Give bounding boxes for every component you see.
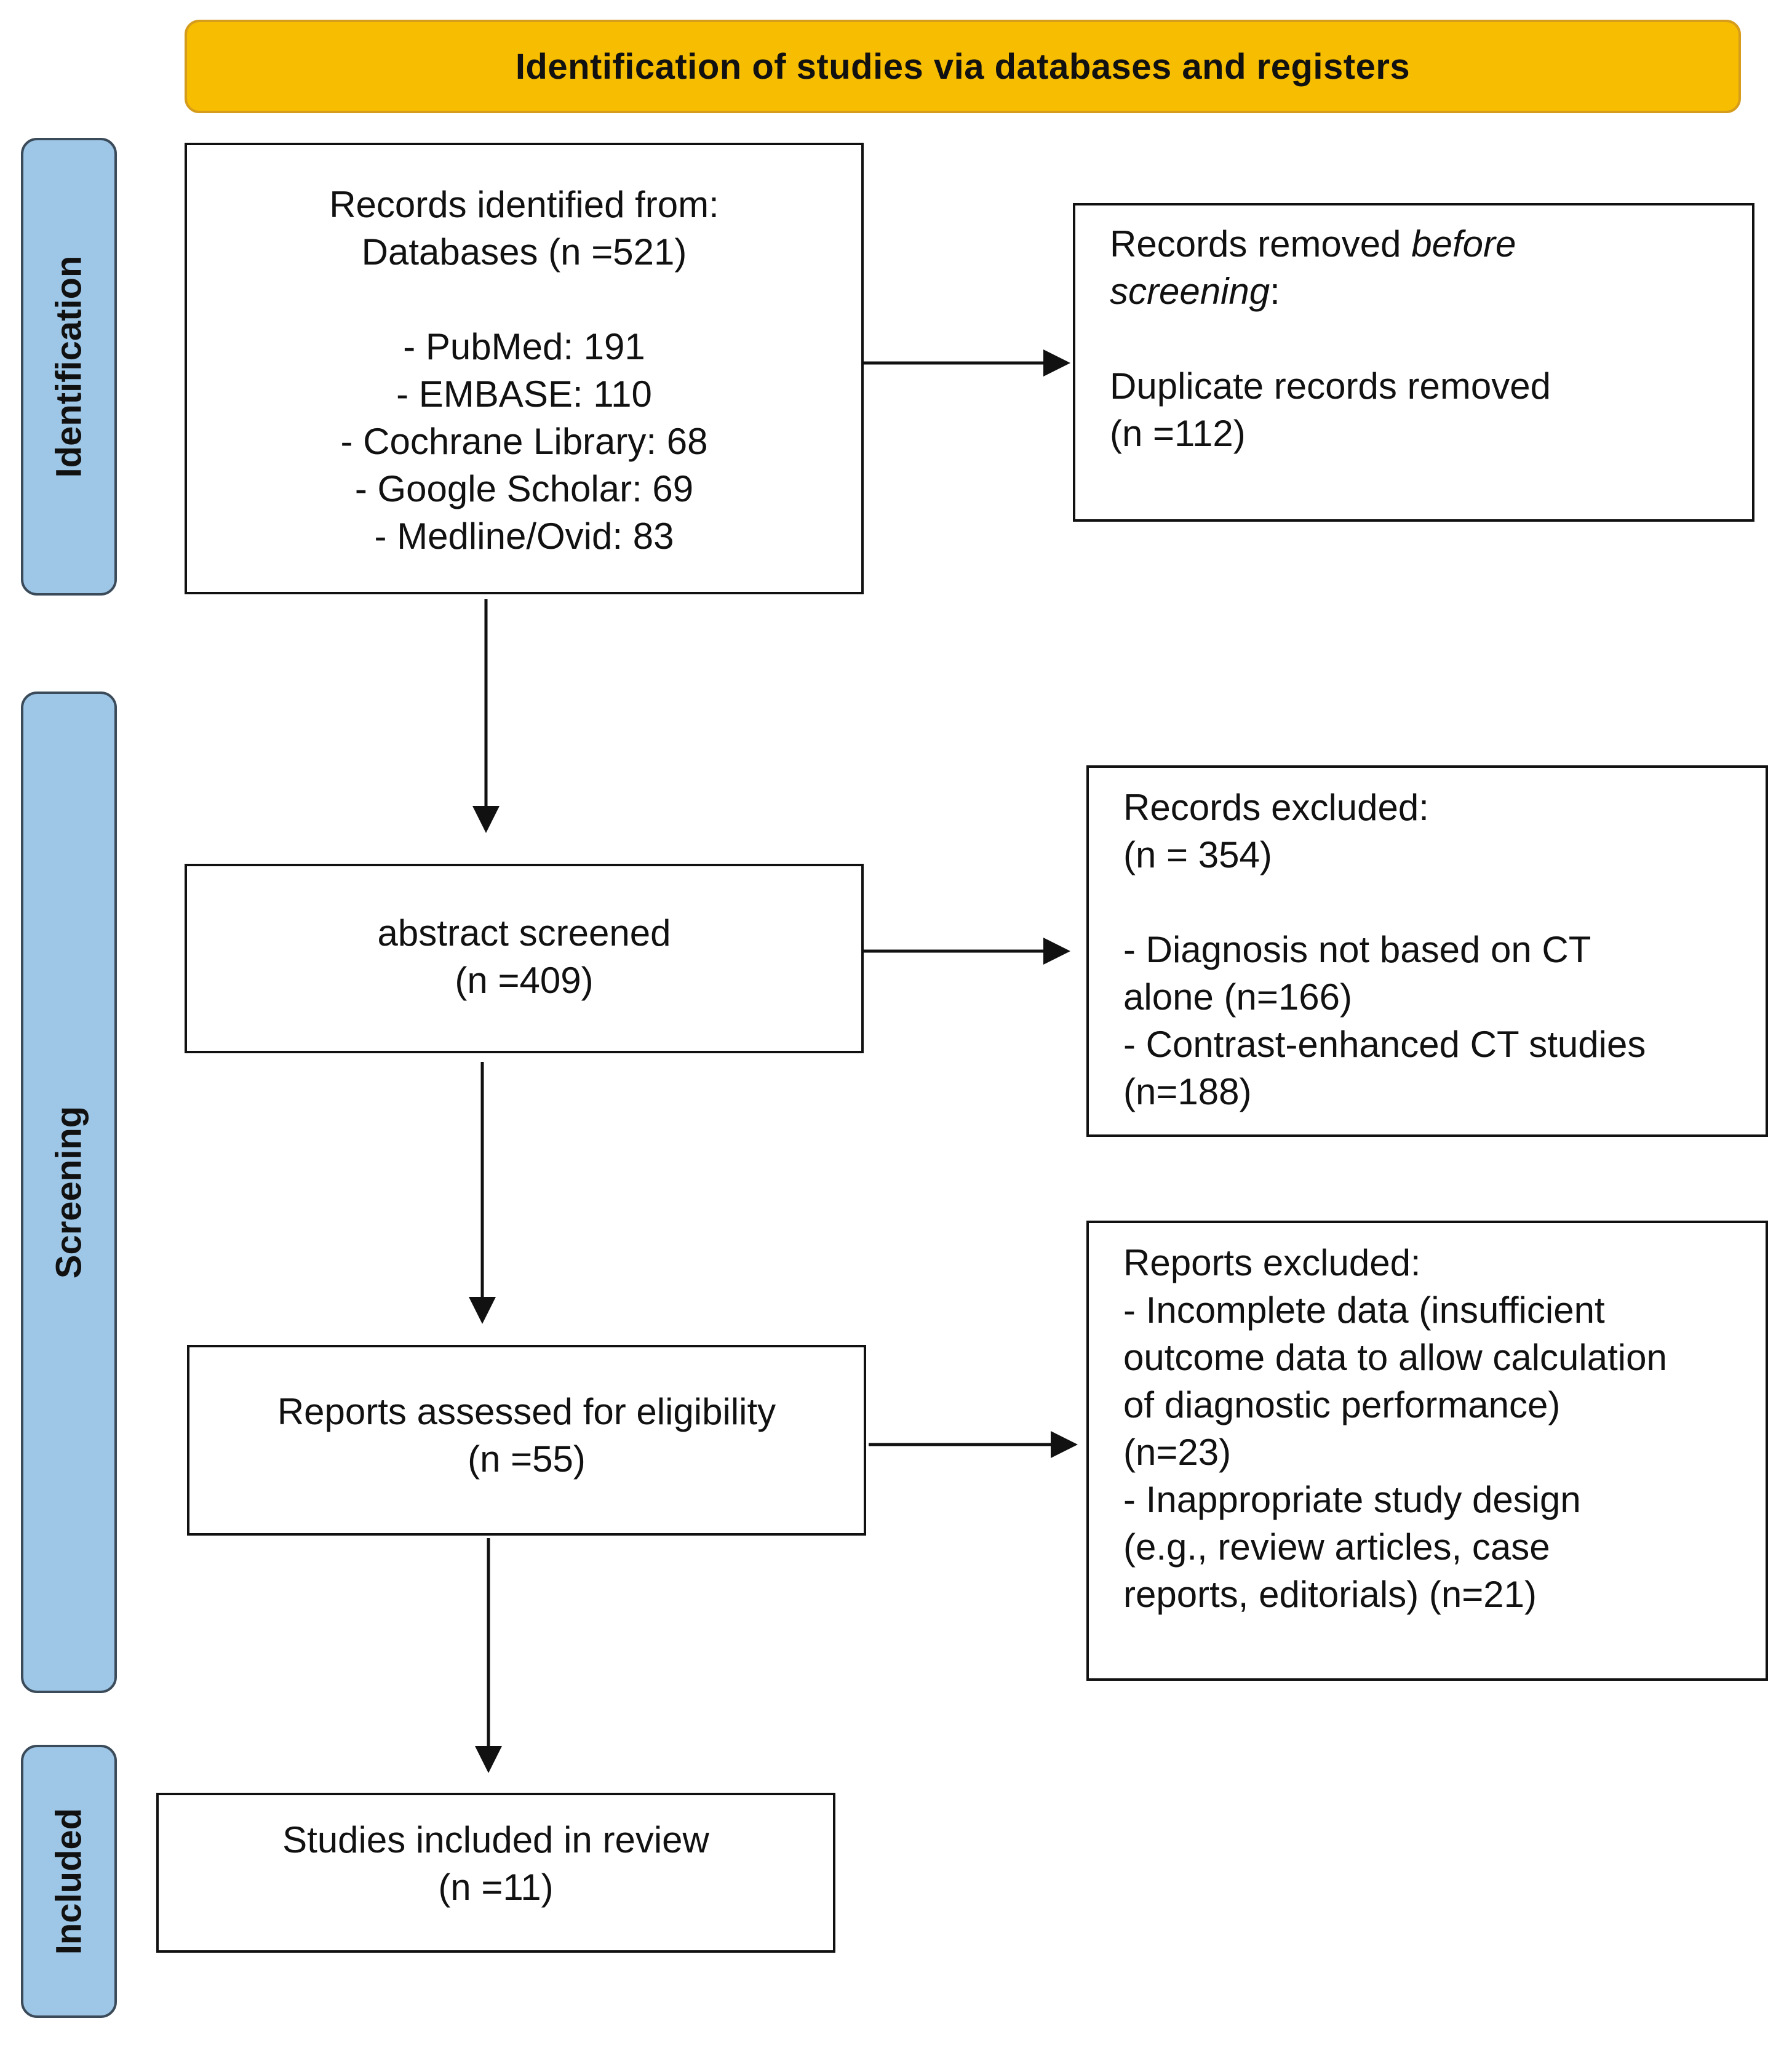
records-excluded-heading: Records excluded: bbox=[1123, 787, 1429, 828]
reports-excluded-heading: Reports excluded: bbox=[1123, 1242, 1421, 1283]
source-cochrane: - Cochrane Library: 68 bbox=[340, 421, 708, 462]
reports-excluded-reason-1: - Incomplete data (insufficient bbox=[1123, 1290, 1605, 1331]
records-excluded-reason-1: - Diagnosis not based on CT bbox=[1123, 929, 1591, 970]
records-excluded-box: Records excluded: (n = 354) - Diagnosis … bbox=[1086, 765, 1768, 1137]
arrowhead-assessed-to-excluded bbox=[1051, 1431, 1078, 1458]
arrowhead-assessed-to-included bbox=[475, 1746, 502, 1773]
records-excluded-count: (n = 354) bbox=[1123, 834, 1272, 875]
reports-excluded-reason-1-cont-2: of diagnostic performance) bbox=[1123, 1384, 1561, 1425]
records-identified-box: Records identified from: Databases (n =5… bbox=[185, 143, 864, 594]
reports-excluded-reason-2: - Inappropriate study design bbox=[1123, 1479, 1581, 1520]
stage-tab-screening: Screening bbox=[21, 692, 117, 1693]
arrowhead-screened-to-assessed bbox=[469, 1297, 496, 1324]
reports-assessed-label: Reports assessed for eligibility bbox=[277, 1391, 776, 1432]
records-removed-heading: Records removed before bbox=[1110, 220, 1752, 268]
header-banner: Identification of studies via databases … bbox=[185, 20, 1741, 113]
records-removed-prefix: Records removed bbox=[1110, 223, 1412, 265]
stage-tab-included: Included bbox=[21, 1745, 117, 2018]
header-title: Identification of studies via databases … bbox=[515, 46, 1411, 87]
duplicates-removed-label: Duplicate records removed bbox=[1110, 365, 1551, 407]
source-embase: - EMBASE: 110 bbox=[396, 373, 652, 415]
studies-included-box: Studies included in review (n =11) bbox=[156, 1793, 835, 1953]
records-removed-heading-2: screening: bbox=[1110, 268, 1752, 315]
reports-excluded-reason-1-cont: outcome data to allow calculation bbox=[1123, 1337, 1667, 1378]
abstract-screened-box: abstract screened (n =409) bbox=[185, 864, 864, 1053]
source-medline-ovid: - Medline/Ovid: 83 bbox=[374, 516, 674, 557]
records-excluded-reason-2: - Contrast-enhanced CT studies bbox=[1123, 1024, 1646, 1065]
records-removed-italic-screening: screening bbox=[1110, 271, 1270, 312]
reports-excluded-reason-1-count: (n=23) bbox=[1123, 1432, 1232, 1473]
records-excluded-reason-2-count: (n=188) bbox=[1123, 1071, 1252, 1112]
arrowhead-identified-to-screened bbox=[472, 806, 500, 833]
stage-tab-identification: Identification bbox=[21, 138, 117, 596]
duplicates-removed-count: (n =112) bbox=[1110, 413, 1246, 454]
databases-count: Databases (n =521) bbox=[361, 231, 687, 273]
reports-excluded-reason-2-count: reports, editorials) (n=21) bbox=[1123, 1574, 1537, 1615]
reports-excluded-box: Reports excluded: - Incomplete data (ins… bbox=[1086, 1221, 1768, 1681]
records-removed-colon: : bbox=[1270, 271, 1280, 312]
abstract-screened-label: abstract screened bbox=[377, 912, 671, 954]
source-google-scholar: - Google Scholar: 69 bbox=[354, 468, 694, 509]
source-pubmed: - PubMed: 191 bbox=[403, 326, 645, 367]
records-excluded-reason-1-count: alone (n=166) bbox=[1123, 976, 1352, 1018]
records-removed-italic-before: before bbox=[1411, 223, 1516, 265]
reports-excluded-reason-2-cont: (e.g., review articles, case bbox=[1123, 1526, 1550, 1568]
studies-included-count: (n =11) bbox=[438, 1867, 554, 1908]
arrowhead-screened-to-excluded bbox=[1043, 938, 1070, 965]
records-identified-heading: Records identified from: bbox=[329, 184, 719, 225]
arrowhead-identified-to-removed bbox=[1043, 349, 1070, 377]
abstract-screened-count: (n =409) bbox=[455, 960, 594, 1001]
reports-assessed-box: Reports assessed for eligibility (n =55) bbox=[187, 1345, 866, 1536]
studies-included-label: Studies included in review bbox=[282, 1819, 709, 1860]
records-removed-box: Records removed before screening: Duplic… bbox=[1073, 203, 1754, 522]
reports-assessed-count: (n =55) bbox=[468, 1438, 586, 1480]
